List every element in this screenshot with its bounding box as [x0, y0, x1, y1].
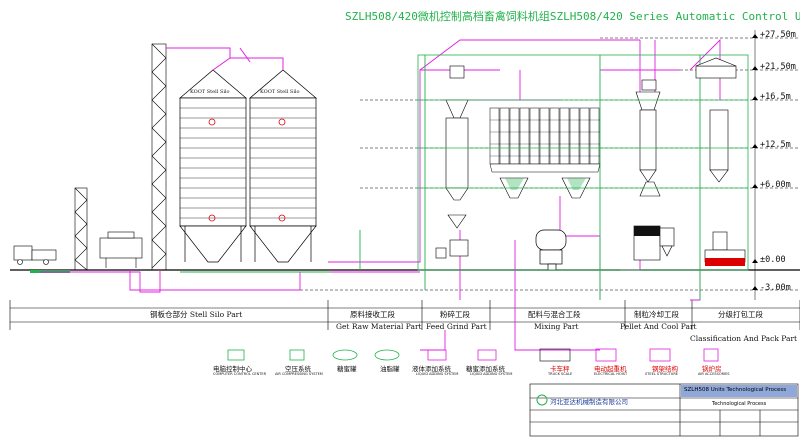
truck — [13, 245, 57, 265]
batching-bins — [489, 107, 600, 165]
legend-computer-cn: 电脑控制中心 — [213, 365, 252, 373]
legend-air-cn: 空压系统 — [285, 365, 311, 373]
pipe-network-green — [180, 55, 701, 300]
pipe-network — [40, 38, 721, 351]
truck-scale-base — [30, 270, 70, 273]
silo-2 — [249, 69, 317, 263]
title-block-highlight — [681, 385, 797, 397]
roof-unit — [695, 57, 737, 79]
legend-oil-tank-cn: 油脂罐 — [380, 365, 400, 373]
level-lines — [10, 30, 800, 300]
legend-truck-scale-en: TRUCK SCALE — [548, 372, 573, 376]
grinding-equipment — [435, 65, 469, 259]
section-pellet-en: Pellet And Cool Part — [620, 322, 697, 331]
bin-feeders — [489, 163, 601, 173]
dust-collector-house — [99, 231, 143, 268]
company-logo — [536, 394, 548, 406]
drawing-subtitle: Technological Process — [712, 401, 767, 407]
level-label-0: ±0.00 — [760, 255, 786, 265]
legend-computer-en: COMPUTER CONTROL CENTER — [213, 372, 267, 376]
section-silo: 钢板仓部分 Stell Silo Part — [150, 310, 243, 319]
lattice-tower-medium — [74, 187, 88, 271]
pack-equipment — [704, 109, 746, 263]
legend-truck-scale-cn: 卡车秤 — [550, 365, 570, 373]
lattice-tower-large — [151, 43, 167, 271]
legend-icons — [227, 348, 719, 362]
steel-frame — [417, 54, 749, 271]
level-label-16-5: +16.5m — [760, 92, 791, 102]
top-conveyor — [166, 47, 284, 71]
silo-label-1: KOOT Stell Silo — [190, 89, 230, 95]
level-label-minus-3: -3.00m — [760, 283, 791, 293]
legend-steel-en: STEEL STRUCTURE — [645, 372, 678, 376]
level-markers — [752, 34, 758, 290]
level-label-6: +6.00m — [760, 180, 791, 190]
pellet-mill-fill — [634, 226, 660, 236]
diagram-title: SZLH508/420微机控制高档畜禽饲料机组SZLH508/420 Serie… — [345, 10, 800, 23]
silo-1 — [179, 69, 247, 263]
legend-molasses-tank-cn: 糖蜜罐 — [337, 365, 357, 373]
level-label-27-5: +27.50m — [760, 30, 796, 40]
section-grind-en: Feed Grind Part — [426, 322, 487, 331]
legend-air-en: AIR COMPRESSING SYSTEM — [275, 372, 323, 376]
section-raw-cn: 原料接收工段 — [350, 310, 395, 319]
section-raw-en: Get Raw Material Part — [336, 322, 422, 331]
section-grind-cn: 粉碎工段 — [440, 310, 470, 319]
level-label-21-5: +21.50m — [760, 62, 796, 72]
section-mix-cn: 配料与混合工段 — [528, 310, 581, 319]
legend-hoist-en: ELECTRICAL HOIST — [594, 372, 628, 376]
legend-boiler-en: AIR ACCESSORIES — [698, 372, 730, 376]
section-dividers — [9, 300, 800, 330]
legend-molasses-add-cn: 糖蜜添加系统 — [466, 365, 505, 373]
silo-warning-marks — [208, 118, 286, 222]
legend-steel-cn: 钢架结构 — [652, 365, 678, 373]
mixer — [535, 229, 567, 271]
level-label-12-5: +12.5m — [760, 140, 791, 150]
section-mix-en: Mixing Part — [534, 322, 579, 331]
legend-liquid-cn: 液体添加系统 — [412, 365, 451, 373]
legend-molasses-add-en: LIQUID ADDING SYSTEM — [470, 372, 513, 376]
drawing-title: SZLH508 Units Technological Process — [684, 387, 787, 393]
legend-liquid-en: LIQUID ADDING SYSTEM — [416, 372, 459, 376]
legend-hoist-cn: 电动起重机 — [594, 365, 627, 373]
section-pack-cn: 分级打包工段 — [718, 310, 763, 319]
title-block — [529, 383, 799, 437]
legend-boiler-cn: 锅炉房 — [702, 365, 722, 373]
scale-hopper-fill — [505, 178, 586, 190]
section-pellet-cn: 制粒冷却工段 — [634, 310, 679, 319]
silo-label-2: KOOT Stell Silo — [260, 89, 300, 95]
company-name: 河北亚达机械制造有限公司 — [550, 398, 628, 406]
pack-machine-fill — [705, 258, 745, 266]
section-pack-en: Classification And Pack Part — [690, 334, 798, 343]
